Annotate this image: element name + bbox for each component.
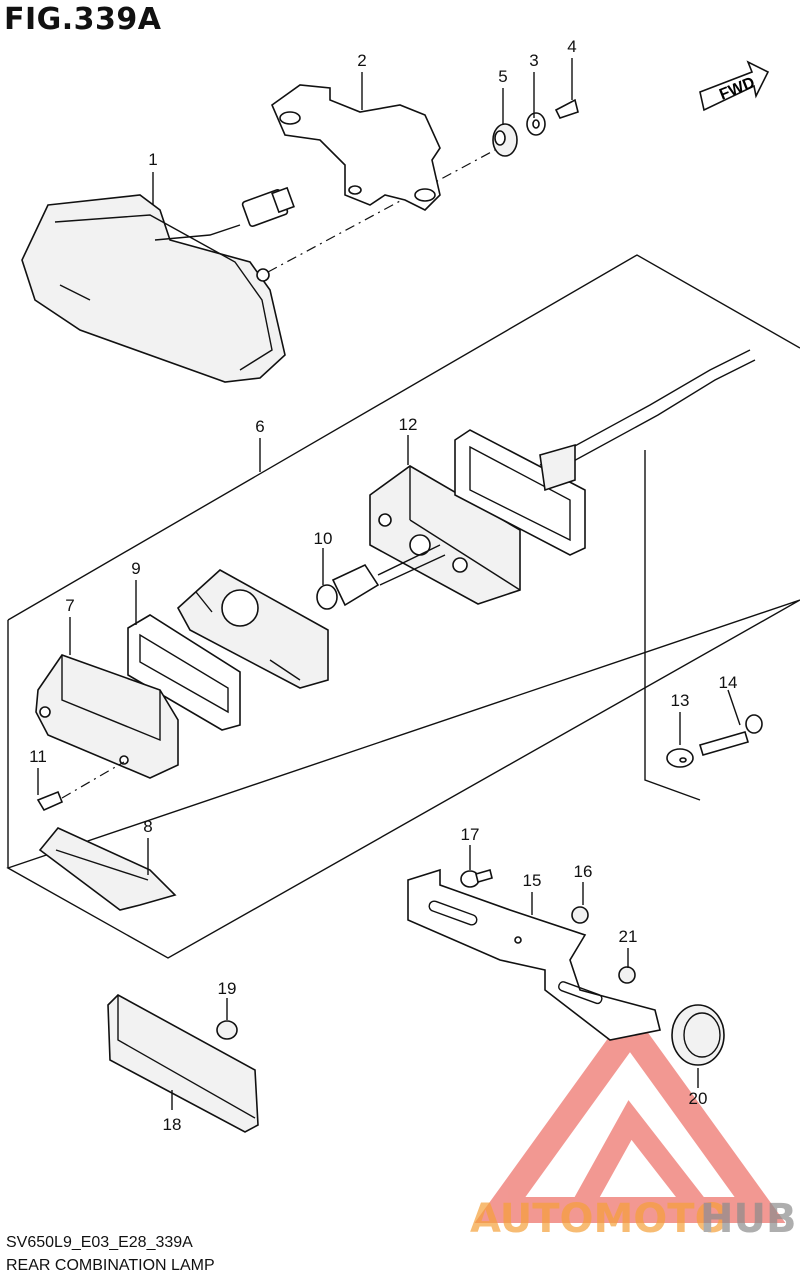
part-20-reflector [671, 1004, 725, 1066]
part-5-grommet [492, 123, 518, 157]
fwd-arrow-icon: FWD [699, 60, 770, 112]
part-17-screw [460, 869, 493, 888]
part-19-nut [216, 1020, 238, 1040]
callout-19: 19 [218, 979, 237, 998]
part-13-washer [666, 748, 694, 768]
footer-code: SV650L9_E03_E28_339A [6, 1234, 193, 1251]
callout-5: 5 [498, 67, 507, 86]
part-3-washer [526, 112, 546, 136]
watermark-text-part1: AUTOMOTO [470, 1196, 729, 1242]
leader-lines [37, 58, 741, 1110]
part-18-reflector [107, 994, 259, 1133]
watermark-logo [474, 1007, 786, 1223]
callout-9: 9 [131, 559, 140, 578]
callout-1: 1 [148, 150, 157, 169]
part-4-screw [554, 98, 579, 119]
callout-21: 21 [619, 927, 638, 946]
callout-15: 15 [523, 871, 542, 890]
callout-3: 3 [529, 51, 538, 70]
watermark-text: AUTOMOTO HUB [470, 1196, 796, 1242]
part-16-nut [571, 906, 589, 924]
callout-4: 4 [567, 37, 576, 56]
callout-12: 12 [399, 415, 418, 434]
watermark-triangle [474, 1007, 786, 1223]
watermark-text-part2: HUB [700, 1196, 796, 1242]
part-10-bulb [316, 544, 446, 610]
callout-13: 13 [671, 691, 690, 710]
callout-14: 14 [719, 673, 738, 692]
callout-7: 7 [65, 596, 74, 615]
assembly-box-6 [6, 254, 800, 959]
part-8-reflector [38, 827, 177, 911]
callout-8: 8 [143, 817, 152, 836]
part-2-bracket [271, 84, 441, 211]
part-lamp-housing [176, 569, 329, 689]
part-12-seal [369, 465, 521, 605]
part-15-bracket [407, 868, 661, 1041]
callout-11: 11 [29, 747, 47, 766]
part-21-nut [618, 966, 636, 984]
callout-10: 10 [314, 529, 333, 548]
part-1-tail-lamp [21, 186, 295, 383]
part-11-screw [36, 790, 64, 812]
callout-2: 2 [357, 51, 366, 70]
part-gasket-cord [454, 349, 756, 556]
callout-17: 17 [461, 825, 480, 844]
part-7-lens [35, 654, 179, 779]
callout-16: 16 [574, 862, 593, 881]
part-14-bolt [699, 714, 763, 756]
figure-title: FIG.339A [4, 2, 162, 37]
callout-6: 6 [255, 417, 264, 436]
callout-20: 20 [689, 1089, 708, 1108]
callout-18: 18 [163, 1115, 182, 1134]
part-9-gasket [127, 614, 241, 731]
footer-name: REAR COMBINATION LAMP [6, 1257, 215, 1274]
